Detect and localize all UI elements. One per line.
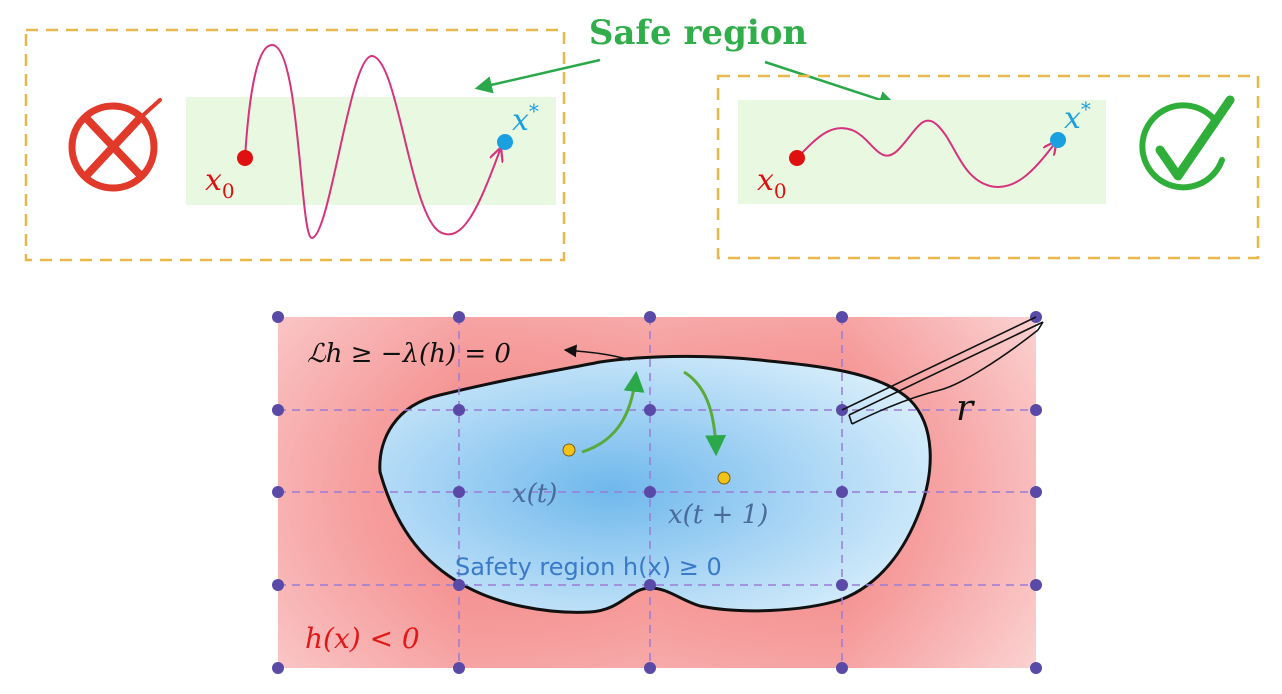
state-now-dot — [562, 443, 576, 457]
boundary-condition-label: ℒh ≥ −λ(h) = 0 — [307, 339, 511, 369]
left-target-label: x* — [512, 99, 539, 138]
title-arrow-right — [764, 60, 897, 108]
boundary-pointer-arrow — [563, 344, 631, 361]
transition-arrow-out — [581, 370, 645, 454]
right-start-label: x0 — [757, 163, 787, 203]
safety-region-blob — [378, 354, 932, 614]
right-target-label: x* — [1064, 97, 1091, 136]
transition-arrow-in — [683, 370, 727, 457]
left-trajectory — [244, 43, 500, 240]
left-panel: x0 x* — [24, 28, 566, 262]
safety-region-label: Safety region h(x) ≥ 0 — [455, 553, 722, 581]
state-space-panel: r ℒh ≥ −λ(h) = 0 x(t) x(t + 1) Safety re… — [272, 311, 1044, 674]
state-next-dot — [717, 471, 731, 485]
unsafe-region-label: h(x) < 0 — [305, 622, 420, 655]
cross-mark-icon — [68, 98, 162, 192]
left-start-label: x0 — [205, 163, 235, 203]
right-panel-border — [716, 74, 1260, 260]
title-arrow-left — [474, 58, 601, 94]
right-start-dot — [789, 150, 805, 166]
right-panel: x0 x* — [716, 74, 1260, 260]
state-now-label: x(t) — [512, 479, 557, 509]
left-panel-border — [24, 28, 566, 262]
radius-label: r — [956, 388, 975, 429]
safe-region-title: Safe region — [589, 13, 807, 53]
check-mark-icon — [1139, 95, 1235, 191]
right-target-dot — [1050, 132, 1066, 148]
radius-brace — [841, 316, 1044, 425]
right-trajectory — [796, 119, 1055, 188]
left-target-dot — [497, 134, 513, 150]
left-start-dot — [237, 150, 253, 166]
state-next-label: x(t + 1) — [668, 500, 768, 530]
